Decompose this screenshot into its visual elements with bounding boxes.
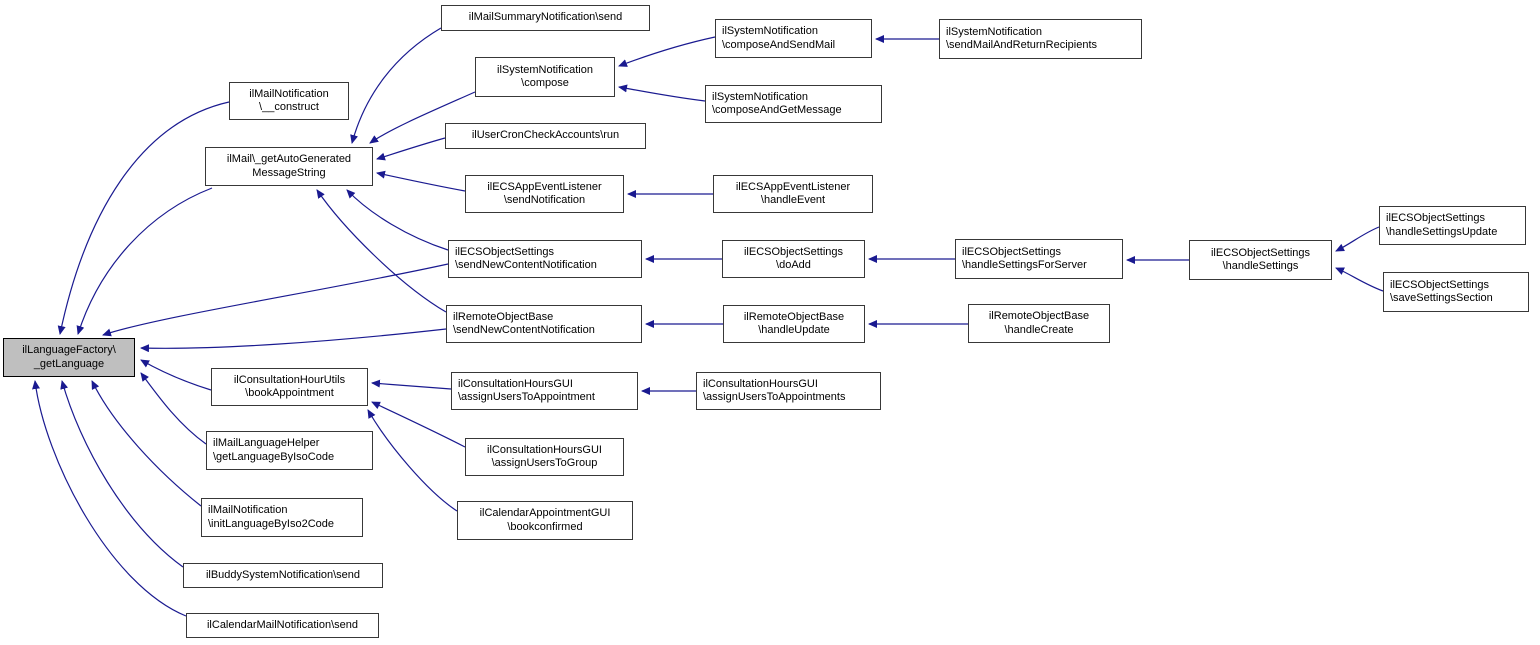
node-ilecsobjectsettings-doadd[interactable]: ilECSObjectSettings \doAdd — [722, 240, 865, 278]
node-ilecsappeventlistener-handleevent[interactable]: ilECSAppEventListener \handleEvent — [713, 175, 873, 213]
node-ilecsobjectsettings-savesettingssection[interactable]: ilECSObjectSettings \saveSettingsSection — [1383, 272, 1529, 312]
edge-mail-init-lang-to-root — [91, 380, 202, 507]
edge-remote-send-new-to-root — [140, 328, 447, 353]
edge-mail-lang-helper-to-root — [140, 372, 207, 445]
node-ilconsultationhoursgui-assignuserstogroup[interactable]: ilConsultationHoursGUI \assignUsersToGro… — [465, 438, 624, 476]
node-ilremoteobjectbase-handlecreate[interactable]: ilRemoteObjectBase \handleCreate — [968, 304, 1110, 343]
edge-mail-get-auto-to-root — [76, 187, 213, 335]
node-ilsystemnotification-compose[interactable]: ilSystemNotification \compose — [475, 57, 615, 97]
node-ilsystemnotification-sendmailandreturnrecipients[interactable]: ilSystemNotification \sendMailAndReturnR… — [939, 19, 1142, 59]
node-ilcalendarmailnotification-send[interactable]: ilCalendarMailNotification\send — [186, 613, 379, 638]
edge-ecsapp-send-notif-to-mail-get-auto — [376, 170, 466, 192]
edge-mail-summary-send-to-mail-get-auto — [350, 27, 442, 144]
node-ilconsultationhoursgui-assignuserstoappointments[interactable]: ilConsultationHoursGUI \assignUsersToApp… — [696, 372, 881, 410]
node-ilbuddysystemnotification-send[interactable]: ilBuddySystemNotification\send — [183, 563, 383, 588]
node-ilremoteobjectbase-handleupdate[interactable]: ilRemoteObjectBase \handleUpdate — [723, 305, 865, 343]
node-ilusercroncheckaccounts-run[interactable]: ilUserCronCheckAccounts\run — [445, 123, 646, 149]
edge-sysnotif-compose-get-to-sysnotif-compose — [618, 84, 706, 102]
node-ilconsultationhourutils-bookappointment[interactable]: ilConsultationHourUtils \bookAppointment — [211, 368, 368, 406]
edge-sysnotif-compose-to-mail-get-auto — [369, 91, 476, 144]
edge-ecsobj-send-new-to-root — [102, 263, 449, 337]
edge-consult-book-to-root — [140, 359, 212, 391]
node-ilmailnotification-initlanguagebyiso2code[interactable]: ilMailNotification \initLanguageByIso2Co… — [201, 498, 363, 537]
node-ilconsultationhoursgui-assignuserstoappointment[interactable]: ilConsultationHoursGUI \assignUsersToApp… — [451, 372, 638, 410]
node-ilsystemnotification-composeandgetmessage[interactable]: ilSystemNotification \composeAndGetMessa… — [705, 85, 882, 123]
node-ilecsappeventlistener-sendnotification[interactable]: ilECSAppEventListener \sendNotification — [465, 175, 624, 213]
node-ilecsobjectsettings-handlesettings[interactable]: ilECSObjectSettings \handleSettings — [1189, 240, 1332, 280]
node-ilmail-getautogeneratedmessagestring[interactable]: ilMail\_getAutoGenerated MessageString — [205, 147, 373, 186]
node-ilmaillanguagehelper-getlanguagebyisocode[interactable]: ilMailLanguageHelper \getLanguageByIsoCo… — [206, 431, 373, 470]
edge-ecsobj-handle-update-to-ecsobj-handle-settings — [1335, 226, 1380, 252]
edge-cal-appt-book-to-consult-book — [367, 409, 458, 512]
node-ilsystemnotification-composeandsendmail[interactable]: ilSystemNotification \composeAndSendMail — [715, 19, 872, 58]
edge-mail-construct-to-root — [57, 101, 230, 335]
node-ilmailnotification-construct[interactable]: ilMailNotification \__construct — [229, 82, 349, 120]
edge-sysnotif-compose-send-to-sysnotif-compose — [618, 36, 716, 67]
edge-ecsobj-send-new-to-mail-get-auto — [346, 189, 449, 251]
node-ilecsobjectsettings-sendnewcontentnotification[interactable]: ilECSObjectSettings \sendNewContentNotif… — [448, 240, 642, 278]
edge-usercron-run-to-mail-get-auto — [376, 137, 446, 161]
node-ilmailsummarynotification-send[interactable]: ilMailSummaryNotification\send — [441, 5, 650, 31]
node-ilecsobjectsettings-handlesettingsforserver[interactable]: ilECSObjectSettings \handleSettingsForSe… — [955, 239, 1123, 279]
edge-buddy-send-to-root — [60, 380, 184, 568]
edge-cal-mail-send-to-root — [32, 380, 187, 617]
node-ilcalendarappointmentgui-bookconfirmed[interactable]: ilCalendarAppointmentGUI \bookconfirmed — [457, 501, 633, 540]
node-ilremoteobjectbase-sendnewcontentnotification[interactable]: ilRemoteObjectBase \sendNewContentNotifi… — [446, 305, 642, 343]
edge-ecsobj-save-section-to-ecsobj-handle-settings — [1335, 267, 1384, 292]
node-ilecsobjectsettings-handlesettingsupdate[interactable]: ilECSObjectSettings \handleSettingsUpdat… — [1379, 206, 1526, 245]
edge-remote-send-new-to-mail-get-auto — [316, 189, 447, 313]
edge-consult-assign-group-to-consult-book — [371, 401, 466, 448]
edge-consult-assign-appt-to-consult-book — [371, 379, 452, 390]
node-illanguagefactory-getlanguage[interactable]: ilLanguageFactory\ _getLanguage — [3, 338, 135, 377]
